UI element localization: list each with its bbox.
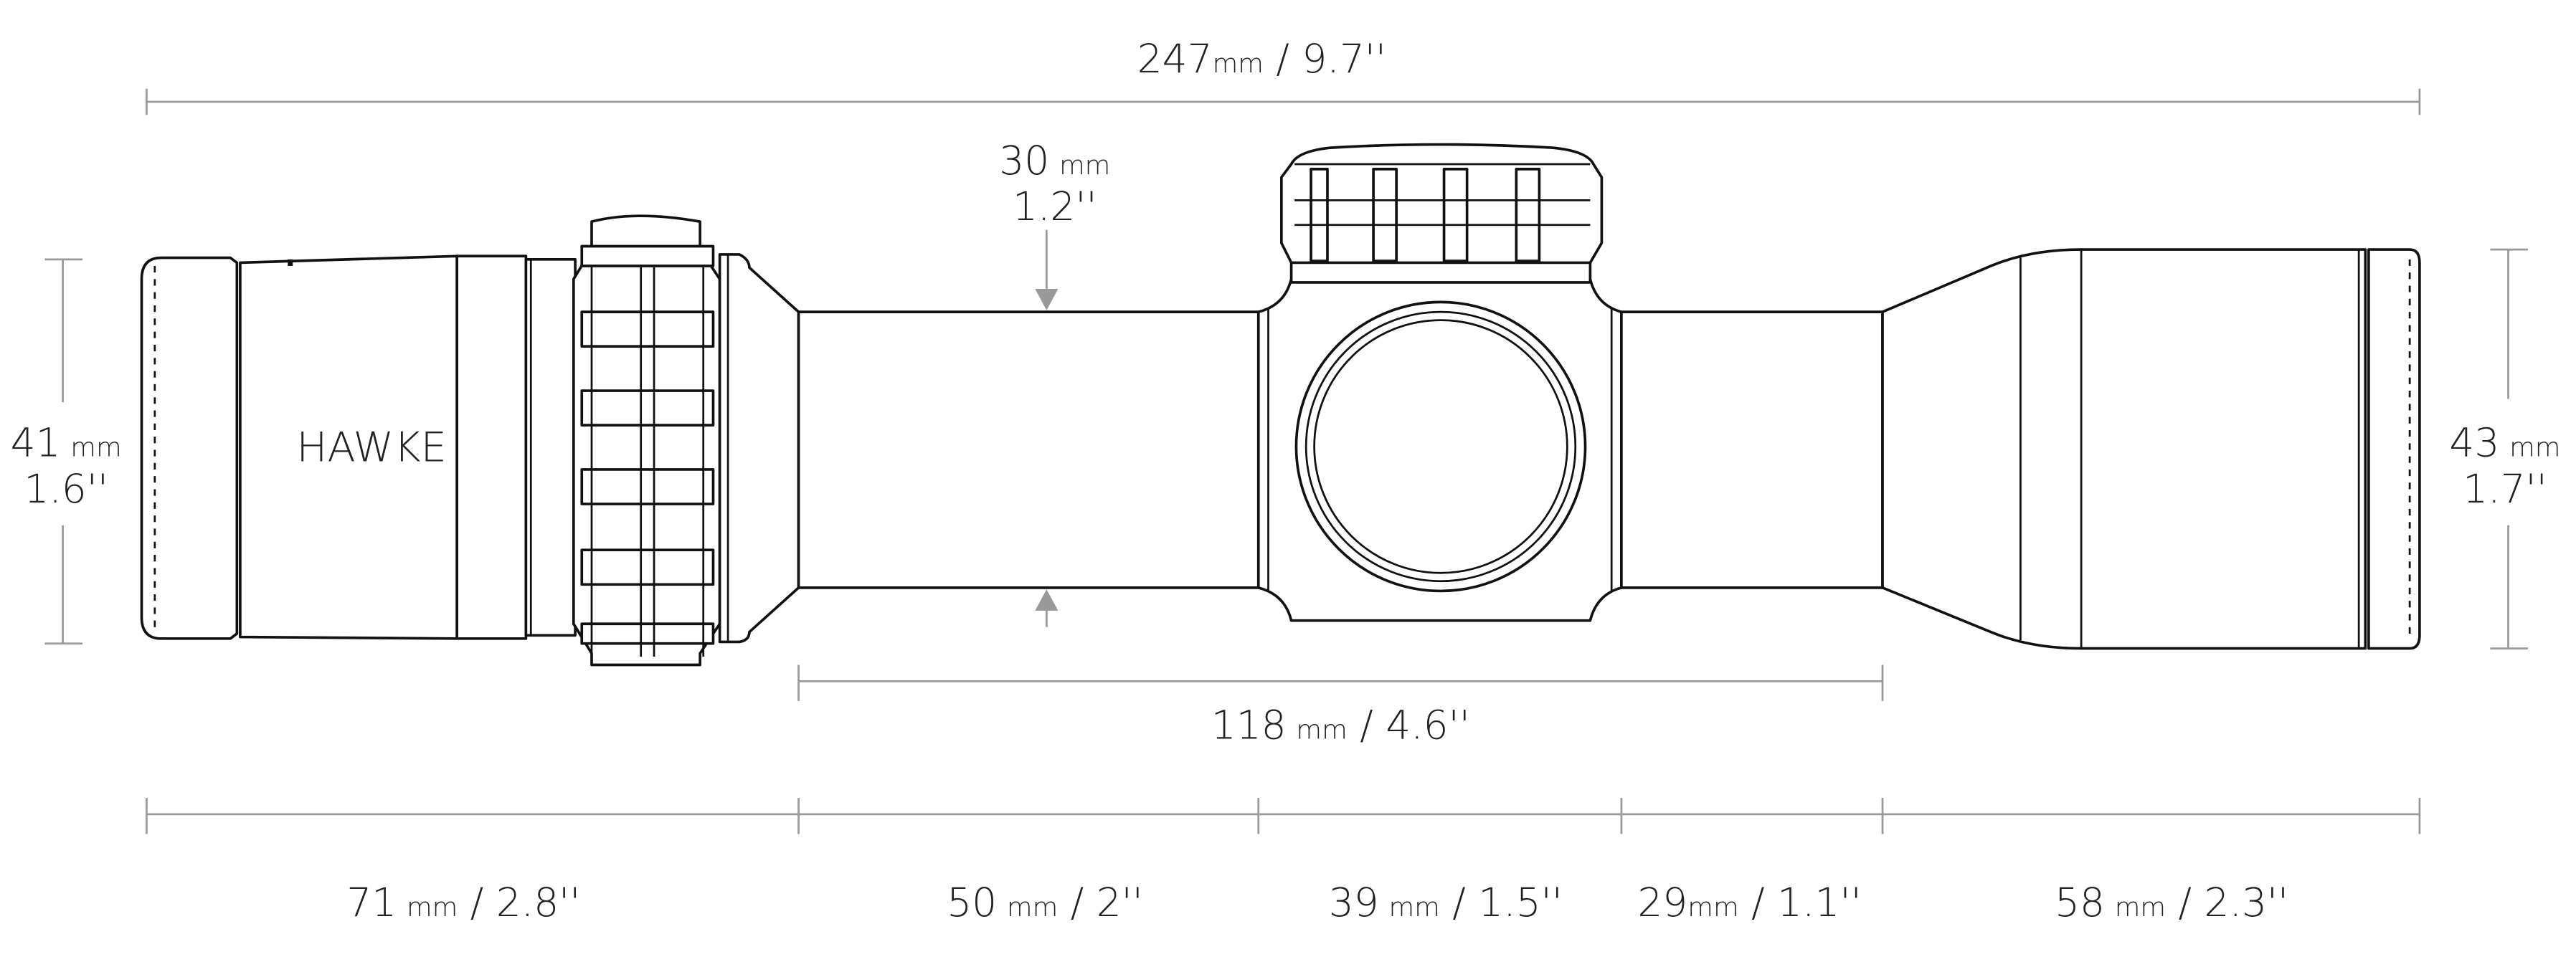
tube-span-line bbox=[797, 665, 1884, 701]
segment-label-rear-tube: 29mm / 1.1'' bbox=[1637, 880, 1861, 925]
power-ring-knurling bbox=[580, 244, 715, 657]
tube-diameter-arrows bbox=[1035, 229, 1059, 627]
segment-line bbox=[146, 797, 2421, 834]
side-focus-knob bbox=[1294, 300, 1587, 593]
eyepiece-diameter-imperial: 1.6'' bbox=[24, 466, 108, 512]
hawke-logo: HAWKE bbox=[296, 424, 446, 472]
objective-diameter-line bbox=[2490, 248, 2529, 649]
tube-diameter-imperial: 1.2'' bbox=[1013, 184, 1097, 229]
overall-length-line bbox=[146, 88, 2421, 115]
objective-diameter-imperial: 1.7'' bbox=[2463, 466, 2547, 512]
eyepiece-diameter-line bbox=[44, 258, 83, 645]
scope-illustration: HAWKE bbox=[140, 143, 2421, 667]
overall-length-label: 247mm / 9.7'' bbox=[1137, 36, 1386, 82]
turret-knurling bbox=[1294, 168, 1591, 262]
